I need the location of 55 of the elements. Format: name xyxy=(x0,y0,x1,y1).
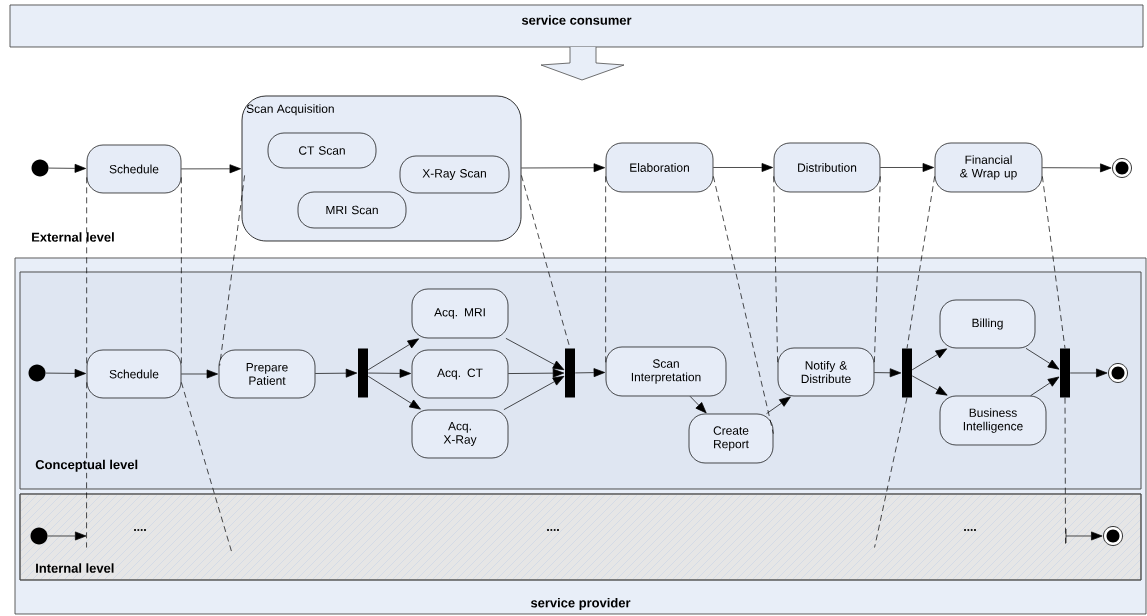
activity-box: CT Scan xyxy=(267,132,377,169)
arrow xyxy=(367,368,411,378)
arrow xyxy=(181,164,241,174)
arrow xyxy=(911,375,948,396)
arrow xyxy=(874,368,902,378)
arrow xyxy=(574,368,605,378)
swimlane-band xyxy=(9,4,1144,48)
activity-box: Schedule xyxy=(86,349,182,399)
level-label: service consumer xyxy=(521,15,632,25)
activity-box: Scan Interpretation xyxy=(605,346,727,397)
ellipsis-label: .... xyxy=(134,529,146,531)
activity-box: Schedule xyxy=(86,144,182,194)
arrow xyxy=(367,338,419,371)
activity-box: Acq. CT xyxy=(411,349,509,399)
arrow xyxy=(689,396,707,414)
arrow xyxy=(1069,368,1108,378)
start-node xyxy=(31,159,49,177)
activity-box: X-Ray Scan xyxy=(399,155,510,194)
level-label: Internal level xyxy=(34,562,116,574)
ellipsis-label: .... xyxy=(547,529,559,531)
arrow xyxy=(503,376,565,410)
level-panel xyxy=(19,493,1142,581)
arrow xyxy=(911,348,947,371)
activity-box: Billing xyxy=(939,299,1036,349)
arrow xyxy=(505,338,565,371)
arrow xyxy=(508,368,565,378)
arrow xyxy=(1042,163,1112,173)
activity-box: Acq. MRI xyxy=(411,288,509,339)
arrow xyxy=(315,368,358,378)
activity-box: Business Intelligence xyxy=(939,395,1047,446)
ellipsis-label: .... xyxy=(964,529,976,531)
arrow xyxy=(1025,348,1060,370)
level-label: External level xyxy=(30,231,116,243)
activity-box: Acq. X-Ray xyxy=(411,409,509,459)
arrow xyxy=(1030,376,1060,396)
arrow xyxy=(1065,531,1103,541)
activity-box: Create Report xyxy=(688,413,774,464)
level-label: service provider xyxy=(530,597,631,611)
activity-box: Distribution xyxy=(773,142,881,193)
arrow xyxy=(48,163,86,173)
activity-box: MRI Scan xyxy=(297,191,407,229)
arrow xyxy=(47,531,87,541)
activity-box: Prepare Patient xyxy=(218,349,316,399)
activity-box: Financial & Wrap up xyxy=(934,142,1043,193)
arrow xyxy=(713,163,773,172)
arrow xyxy=(181,369,218,379)
arrow xyxy=(880,163,934,172)
start-node xyxy=(28,364,46,382)
arrow xyxy=(766,396,791,414)
start-node xyxy=(30,527,48,545)
activity-box: Notify & Distribute xyxy=(777,347,875,397)
activity-box: Elaboration xyxy=(605,142,714,193)
arrow xyxy=(367,375,421,410)
arrow xyxy=(45,368,86,378)
arrow xyxy=(521,163,605,173)
